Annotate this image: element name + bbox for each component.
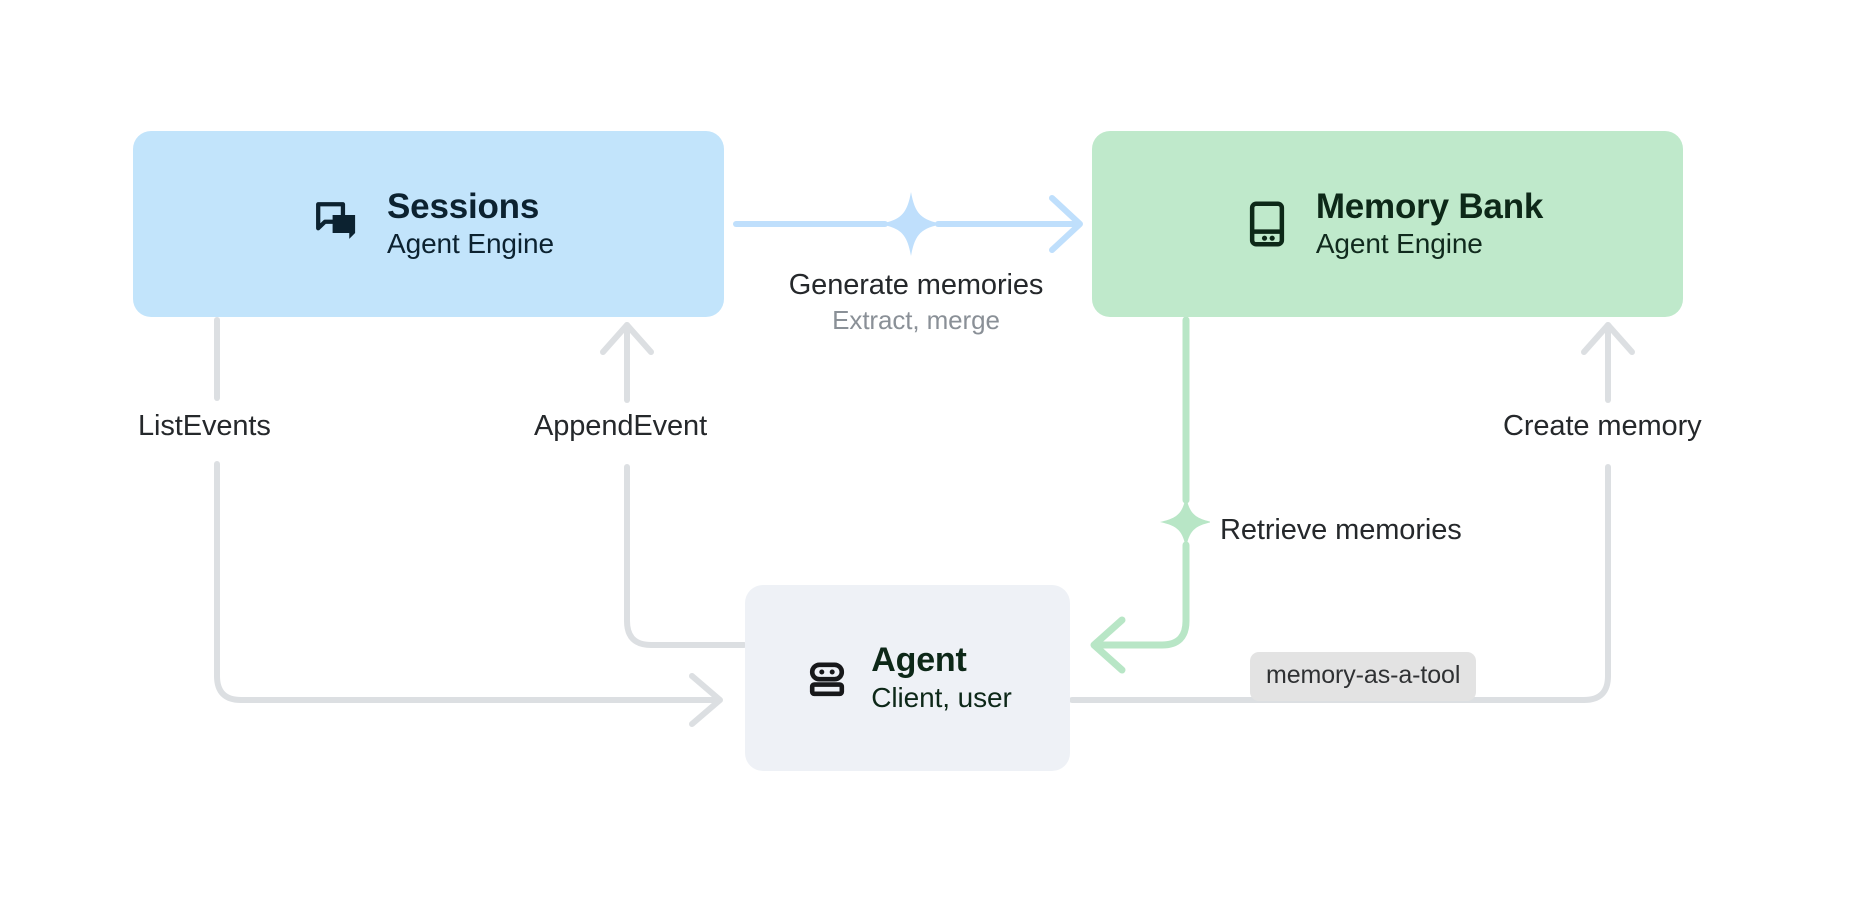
node-agent[interactable]: Agent Client, user <box>745 585 1070 771</box>
edge-label-list-events: ListEvents <box>128 404 281 450</box>
node-memory-bank[interactable]: Memory Bank Agent Engine <box>1092 131 1683 317</box>
edge-label-sub: Extract, merge <box>832 305 1000 336</box>
edge-label-main: Retrieve memories <box>1220 514 1462 546</box>
sparkle-icon <box>879 192 943 256</box>
node-subtitle: Agent Engine <box>387 228 554 260</box>
node-title: Agent <box>871 641 967 680</box>
sparkle-icon <box>1160 495 1212 549</box>
node-sessions[interactable]: Sessions Agent Engine <box>133 131 724 317</box>
robot-icon <box>803 654 851 702</box>
edge-label-retrieve-memories: Retrieve memories <box>1210 510 1472 552</box>
badge-memory-as-a-tool: memory-as-a-tool <box>1250 652 1477 701</box>
edge-append-event <box>600 322 747 648</box>
node-subtitle: Agent Engine <box>1315 228 1483 260</box>
edge-label-main: AppendEvent <box>534 410 708 442</box>
edge-generate-memories <box>733 192 1083 256</box>
edge-label-main: ListEvents <box>138 410 271 442</box>
memory-bank-icon <box>1240 197 1294 251</box>
node-subtitle: Client, user <box>871 681 1012 713</box>
edge-label-main: Create memory <box>1503 410 1702 442</box>
edge-list-events <box>214 317 723 727</box>
node-title: Memory Bank <box>1315 186 1544 226</box>
edge-label-main: Generate memories <box>788 269 1044 301</box>
chat-bubbles-icon <box>311 197 365 251</box>
edge-retrieve-memories <box>1090 316 1212 674</box>
edge-label-append-event: AppendEvent <box>524 404 718 450</box>
node-title: Sessions <box>387 186 540 226</box>
edge-label-create-memory: Create memory <box>1493 404 1712 450</box>
edge-label-generate-memories: Generate memories Extract, merge <box>760 267 1072 339</box>
